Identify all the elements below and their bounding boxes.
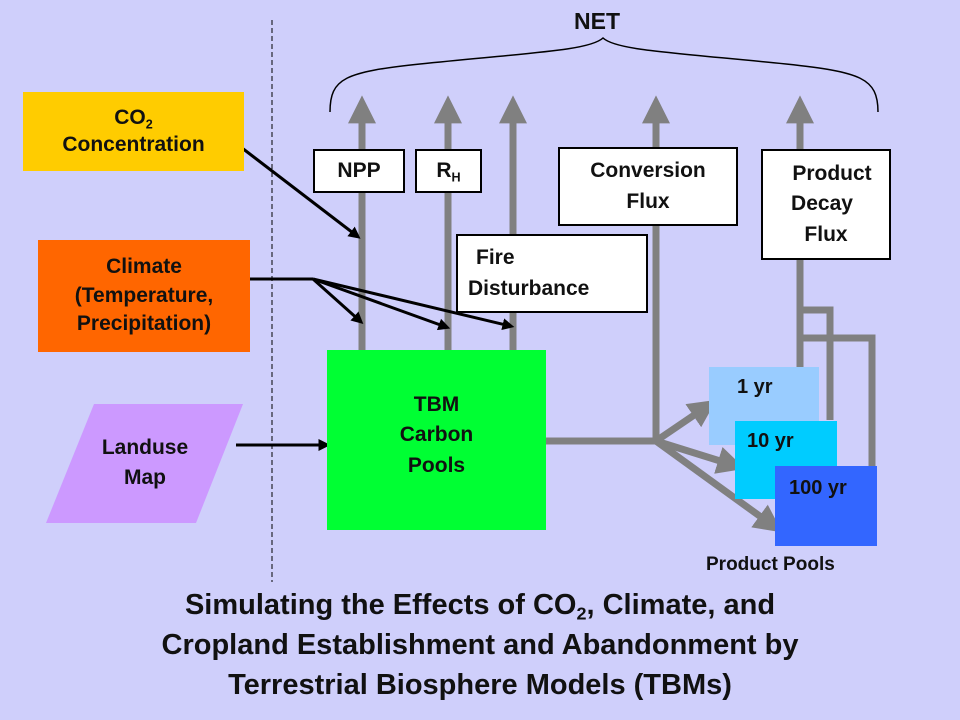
climate-label: Climate [106,254,182,278]
product-pool-100yr: 100 yr [775,466,877,546]
fire-disturbance-box: Fire Disturbance [456,234,648,313]
rh-label: RH [436,158,461,185]
co2-label: CO2 [114,106,153,132]
product-label: Product [792,161,872,185]
product-decay-flux-box: Product Decay Flux [761,149,891,260]
title-line-3: Terrestrial Biosphere Models (TBMs) [228,669,732,701]
conversion-flux-label: Flux [626,189,670,213]
fire-label: Fire [476,246,515,270]
title-line-1: Simulating the Effects of CO2, Climate, … [184,589,776,624]
net-brace [329,36,879,113]
co2-concentration-box: CO2 Concentration [23,92,244,171]
climate-to-npp-arrow [312,277,364,324]
tbm-carbon-pools-box: TBM Carbon Pools [327,350,546,530]
title-line-2: Cropland Establishment and Abandonment b… [161,629,799,661]
net-label: NET [574,8,620,34]
pool-100yr-label: 100 yr [789,477,847,499]
concentration-label: Concentration [62,132,205,156]
carbon-label: Carbon [399,423,474,447]
npp-label: NPP [337,158,381,182]
arrow-to-100yr-pool [653,438,783,533]
climate-to-rh-arrow [312,277,451,331]
tbm-label: TBM [413,393,460,416]
npp-box: NPP [313,149,405,193]
conversion-label: Conversion [590,159,706,183]
conversion-flux-box: Conversion Flux [558,147,738,226]
arrow-to-1yr-pool [654,399,717,444]
product-pools-label: Product Pools [706,554,835,575]
precipitation-label: Precipitation) [76,312,212,336]
climate-box: Climate (Temperature, Precipitation) [38,240,250,352]
climate-to-fire-arrow [312,277,515,331]
pools-label: Pools [407,453,466,477]
rh-box: RH [415,149,482,193]
landuse-map-label: Landuse Map [70,430,220,496]
disturbance-label: Disturbance [468,276,590,300]
decay-label: Decay [791,192,853,216]
arrow-to-10yr-pool [654,437,746,474]
landuse-line1: Landuse [101,435,189,459]
temperature-label: (Temperature, [74,283,214,307]
pool-1yr-label: 1 yr [737,376,773,398]
landuse-map-shape [46,404,243,523]
decay-connector-100yr [800,334,876,466]
co2-to-npp-arrow [241,146,361,239]
landuse-line2: Map [124,466,166,489]
decay-connector-10yr [800,306,834,420]
pool-10yr-label: 10 yr [747,430,794,452]
flux-label: Flux [804,222,848,246]
slide-title: Simulating the Effects of CO2, Climate, … [0,585,960,705]
